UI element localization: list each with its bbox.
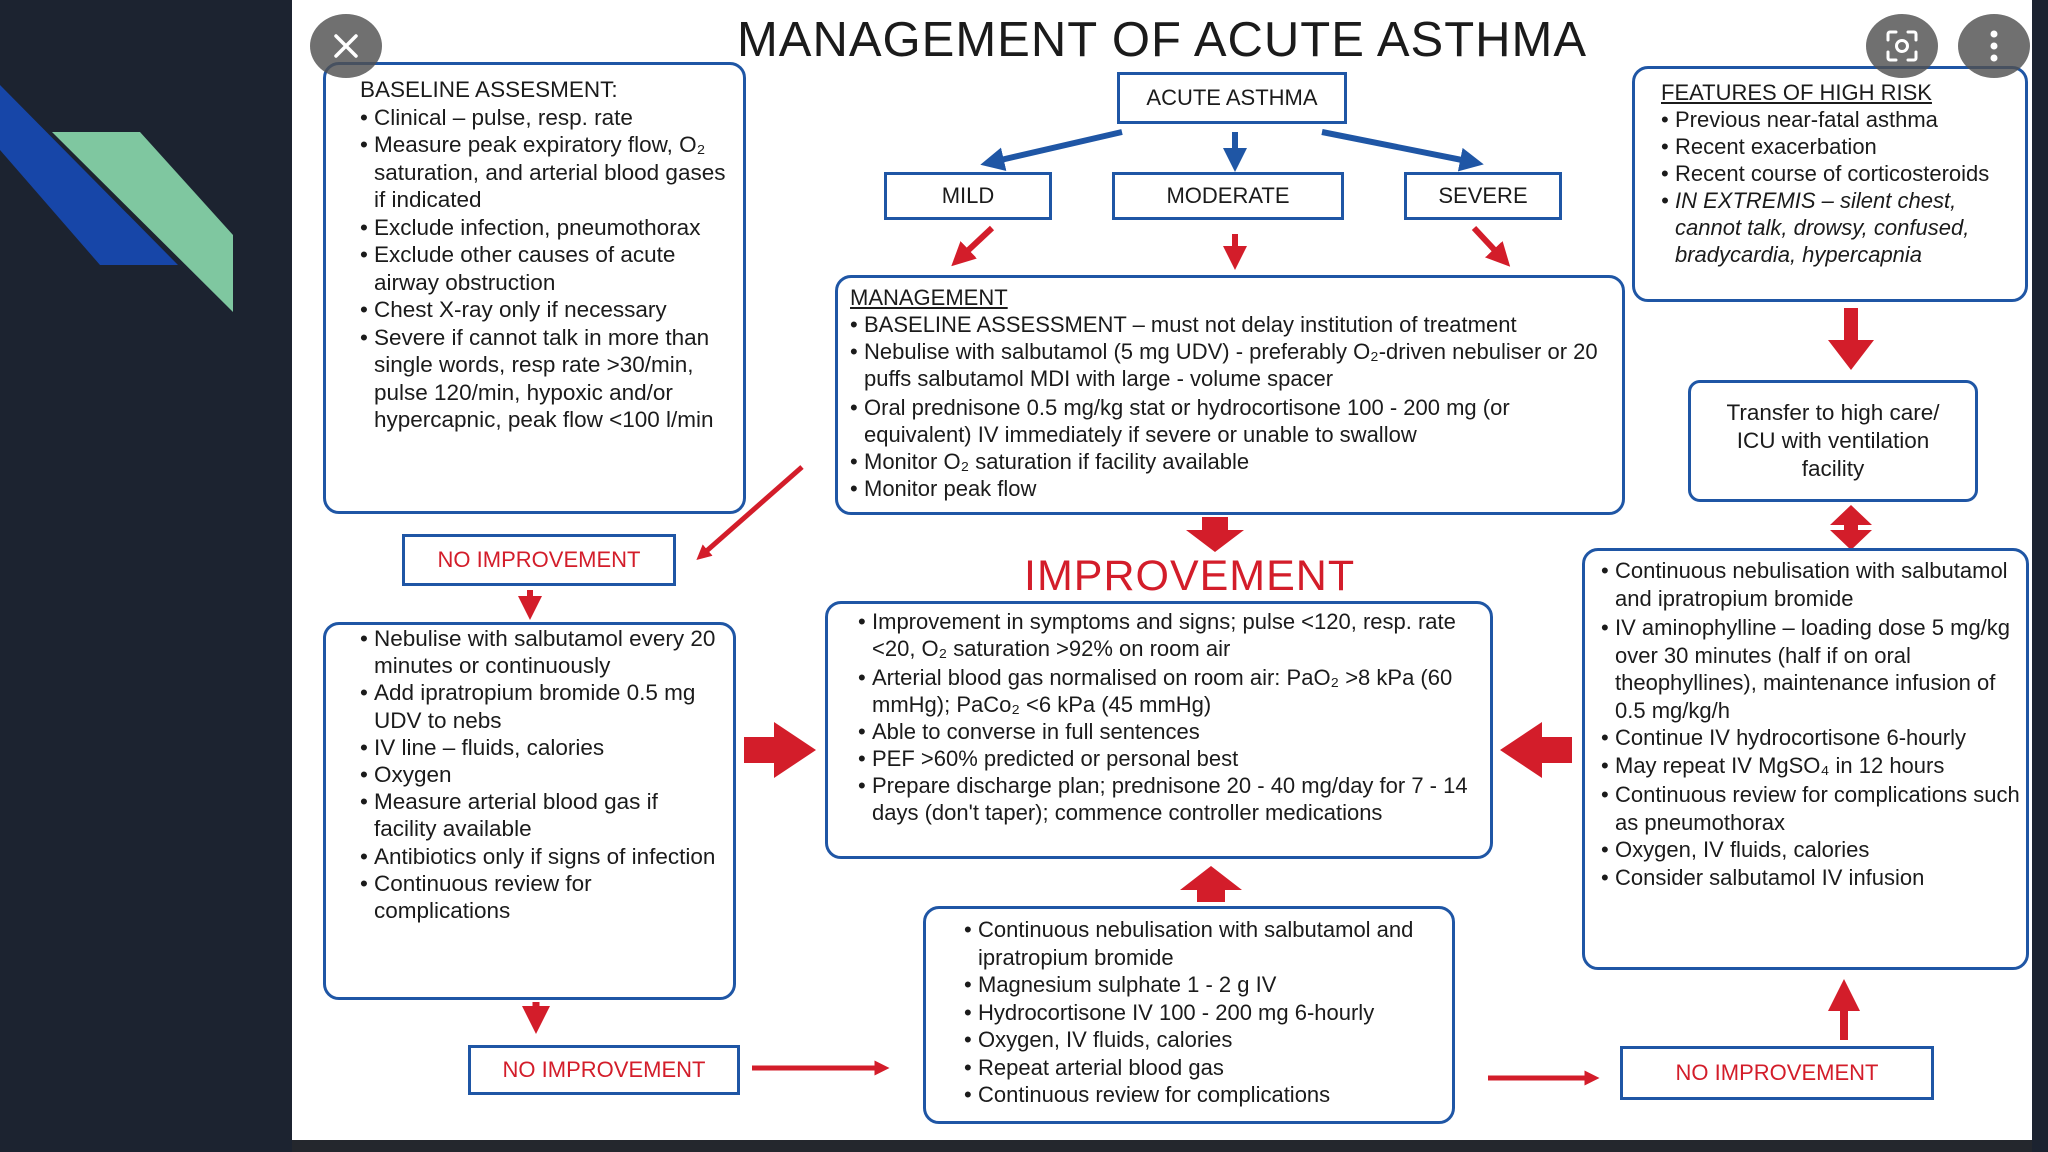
improvement-title: IMPROVEMENT	[1024, 552, 1356, 600]
improvement-box: Improvement in symptoms and signs; pulse…	[825, 601, 1493, 859]
arrow-management-to-improvement	[1186, 517, 1244, 552]
list-item: Previous near-fatal asthma	[1661, 106, 2015, 133]
list-item: Monitor peak flow	[850, 475, 1614, 502]
high-risk-heading: FEATURES OF HIGH RISK	[1661, 80, 1932, 105]
list-item: IV line – fluids, calories	[360, 734, 719, 761]
transfer-box: Transfer to high care/ ICU with ventilat…	[1688, 380, 1978, 502]
close-button[interactable]	[310, 14, 382, 78]
list-item: Continuous review for complications	[360, 870, 719, 924]
list-item: Oxygen, IV fluids, calories	[964, 1026, 1442, 1054]
list-item: IV aminophylline – loading dose 5 mg/kg …	[1601, 614, 2020, 724]
no-improvement-left-bottom: NO IMPROVEMENT	[468, 1045, 740, 1095]
list-item: Clinical – pulse, resp. rate	[360, 104, 727, 132]
list-item: Measure arterial blood gas if facility a…	[360, 788, 719, 842]
list-item: Chest X-ray only if necessary	[360, 296, 727, 324]
bottom-treatment-list: Continuous nebulisation with salbutamol …	[964, 916, 1442, 1109]
more-options-button[interactable]	[1958, 14, 2030, 78]
arrow-to-severe	[1321, 129, 1484, 172]
list-item: Antibiotics only if signs of infection	[360, 843, 719, 870]
list-item: Continue IV hydrocortisone 6-hourly	[1601, 724, 2020, 752]
list-item: Severe if cannot talk in more than singl…	[360, 324, 727, 434]
right-treatment-box: Continuous nebulisation with salbutamol …	[1582, 548, 2029, 970]
list-item: Exclude other causes of acute airway obs…	[360, 241, 727, 296]
bottom-treatment-box: Continuous nebulisation with salbutamol …	[923, 906, 1455, 1124]
arrow-transfer-right-treatment	[1830, 505, 1872, 550]
list-item: Add ipratropium bromide 0.5 mg UDV to ne…	[360, 679, 719, 733]
list-item: Monitor O₂ saturation if facility availa…	[850, 448, 1614, 475]
baseline-heading: BASELINE ASSESMENT:	[360, 77, 618, 102]
list-item: Arterial blood gas normalised on room ai…	[858, 664, 1478, 718]
list-item: PEF >60% predicted or personal best	[858, 745, 1478, 772]
list-item: Continuous nebulisation with salbutamol …	[1601, 557, 2020, 612]
left-treatment-box: Nebulise with salbutamol every 20 minute…	[323, 622, 736, 1000]
list-item: Nebulise with salbutamol (5 mg UDV) - pr…	[850, 338, 1614, 392]
management-list: BASELINE ASSESSMENT – must not delay ins…	[850, 311, 1614, 502]
arrow-to-mild	[980, 129, 1123, 171]
list-item: Continuous review for complications	[964, 1081, 1442, 1109]
screen-capture-icon	[1886, 30, 1918, 62]
list-item: IN EXTREMIS – silent chest, cannot talk,…	[1661, 187, 2015, 268]
severe-box: SEVERE	[1404, 172, 1562, 220]
list-item: Nebulise with salbutamol every 20 minute…	[360, 625, 719, 679]
arrow-right-to-improvement	[1500, 722, 1572, 778]
arrow-mild-to-management	[951, 225, 995, 267]
list-item: Magnesium sulphate 1 - 2 g IV	[964, 971, 1442, 999]
baseline-list: Clinical – pulse, resp. rate Measure pea…	[360, 104, 727, 434]
arrow-left-to-improvement	[744, 722, 816, 778]
decorative-stripes	[0, 85, 233, 312]
page-title: MANAGEMENT OF ACUTE ASTHMA	[736, 13, 1588, 67]
arrow-bottom-to-improvement	[1180, 866, 1242, 902]
list-item: May repeat IV MgSO₄ in 12 hours	[1601, 752, 2020, 780]
management-box: MANAGEMENT BASELINE ASSESSMENT – must no…	[835, 275, 1625, 515]
list-item: Measure peak expiratory flow, O₂ saturat…	[360, 131, 727, 214]
list-item: BASELINE ASSESSMENT – must not delay ins…	[850, 311, 1614, 338]
list-item: Repeat arterial blood gas	[964, 1054, 1442, 1082]
list-item: Recent exacerbation	[1661, 133, 2015, 160]
arrow-high-risk-to-transfer	[1828, 308, 1874, 370]
mild-box: MILD	[884, 172, 1052, 220]
bottom-bar	[292, 1140, 2032, 1152]
arrow-severe-to-management	[1471, 225, 1511, 267]
moderate-box: MODERATE	[1112, 172, 1344, 220]
management-heading: MANAGEMENT	[850, 285, 1008, 310]
high-risk-list: Previous near-fatal asthma Recent exacer…	[1661, 106, 2015, 268]
left-treatment-list: Nebulise with salbutamol every 20 minute…	[360, 625, 719, 924]
baseline-assessment-box: BASELINE ASSESMENT: Clinical – pulse, re…	[323, 62, 746, 514]
list-item: Continuous review for complications such…	[1601, 781, 2020, 836]
right-treatment-list: Continuous nebulisation with salbutamol …	[1601, 557, 2020, 891]
list-item: Oxygen, IV fluids, calories	[1601, 836, 2020, 864]
no-improvement-left-top: NO IMPROVEMENT	[402, 534, 676, 586]
list-item: Able to converse in full sentences	[858, 718, 1478, 745]
list-item: Recent course of corticosteroids	[1661, 160, 2015, 187]
list-item: Prepare discharge plan; prednisone 20 - …	[858, 772, 1478, 826]
improvement-list: Improvement in symptoms and signs; pulse…	[858, 608, 1478, 826]
list-item: Exclude infection, pneumothorax	[360, 214, 727, 242]
close-icon	[334, 34, 358, 58]
list-item: Hydrocortisone IV 100 - 200 mg 6-hourly	[964, 999, 1442, 1027]
no-improvement-right-bottom: NO IMPROVEMENT	[1620, 1046, 1934, 1100]
more-vertical-icon	[1990, 30, 1998, 62]
list-item: Oral prednisone 0.5 mg/kg stat or hydroc…	[850, 394, 1614, 448]
list-item: Improvement in symptoms and signs; pulse…	[858, 608, 1478, 662]
list-item: Oxygen	[360, 761, 719, 788]
flowchart-slide: MANAGEMENT OF ACUTE ASTHMA	[292, 0, 2032, 1140]
list-item: Continuous nebulisation with salbutamol …	[964, 916, 1442, 971]
screenshot-button[interactable]	[1866, 14, 1938, 78]
high-risk-box: FEATURES OF HIGH RISK Previous near-fata…	[1632, 66, 2028, 302]
acute-asthma-box: ACUTE ASTHMA	[1117, 72, 1347, 124]
list-item: Consider salbutamol IV infusion	[1601, 864, 2020, 892]
